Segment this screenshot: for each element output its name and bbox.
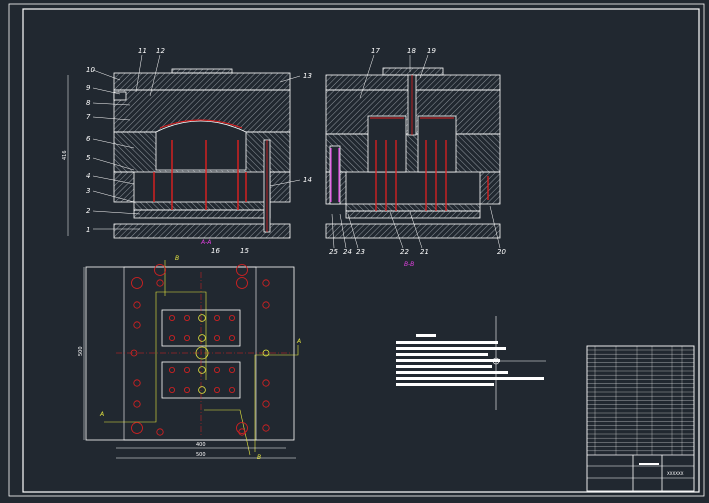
part-label-14: 14 — [303, 176, 312, 184]
section-marker-b-bottom: B — [257, 454, 261, 461]
part-label-12: 12 — [156, 47, 165, 55]
section-marker-a-right: A — [296, 338, 301, 345]
plan-outer-width-dim: 500 — [196, 452, 206, 458]
left-height-dim: 416 — [62, 150, 68, 160]
ejector-hole — [213, 314, 220, 321]
part-label-13: 13 — [303, 72, 312, 80]
bolt-hole-small — [133, 321, 141, 329]
drawing-number: XXXXXX — [667, 471, 684, 476]
gate-marker — [198, 366, 206, 374]
part-label-15: 15 — [240, 247, 249, 255]
plan-inner-width-dim: 400 — [196, 442, 206, 448]
bolt-hole-small — [133, 301, 141, 309]
part-label-6: 6 — [86, 135, 91, 143]
bolt-hole-small — [262, 279, 270, 287]
ejector-hole — [168, 314, 175, 321]
bolt-hole — [131, 277, 143, 289]
section-view-a: 4 1 6 — [62, 54, 301, 239]
bolt-hole-small — [156, 428, 164, 436]
bolt-hole-small — [262, 424, 270, 432]
ejector-hole — [228, 386, 235, 393]
gate-marker — [198, 314, 206, 322]
ejector-hole — [183, 334, 190, 341]
ejector-hole — [213, 334, 220, 341]
part-label-8: 8 — [86, 99, 91, 107]
part-label-3: 3 — [86, 187, 90, 195]
part-label-11: 11 — [138, 47, 147, 55]
part-label-2: 2 — [86, 207, 91, 215]
ejector-hole — [168, 366, 175, 373]
ejector-hole — [183, 386, 190, 393]
plan-height-dim: 500 — [78, 346, 84, 356]
ejector-hole — [228, 366, 235, 373]
part-label-20: 20 — [497, 248, 506, 256]
plan-section-markers: A A B B — [99, 255, 301, 461]
ejector-hole — [213, 366, 220, 373]
part-label-7: 7 — [86, 113, 91, 121]
title-block: XXXXXX — [586, 345, 695, 492]
bolt-hole-small — [238, 428, 246, 436]
part-label-1: 1 — [86, 226, 90, 234]
right-part-labels: 17 18 19 20 21 22 23 24 25 B-B — [329, 47, 506, 268]
ejector-hole — [183, 314, 190, 321]
bolt-hole-small — [133, 400, 141, 408]
bolt-hole — [236, 277, 248, 289]
part-label-22: 22 — [400, 248, 409, 256]
technical-notes — [396, 316, 546, 410]
part-label-23: 23 — [356, 248, 365, 256]
part-label-9: 9 — [86, 84, 91, 92]
sprue-bushing — [195, 346, 209, 360]
plan-view: 400 500 500 — [78, 260, 299, 459]
left-part-labels: 1 2 3 4 5 6 7 8 9 10 11 12 13 14 15 16 A… — [86, 47, 312, 255]
ejector-hole — [168, 334, 175, 341]
bolt-hole — [131, 422, 143, 434]
locating-hole — [130, 349, 138, 357]
ejector-hole — [228, 314, 235, 321]
sheet-inner-border — [22, 8, 700, 493]
part-label-17: 17 — [371, 47, 380, 55]
part-label-18: 18 — [407, 47, 416, 55]
section-marker-a-left: A — [99, 411, 104, 418]
bolt-hole — [154, 264, 166, 276]
bolt-hole — [236, 422, 248, 434]
bolt-hole-small — [262, 400, 270, 408]
bolt-hole — [236, 264, 248, 276]
gate-marker — [198, 386, 206, 394]
bolt-hole-small — [262, 301, 270, 309]
section-label-bb: B-B — [404, 261, 414, 268]
ejector-hole — [168, 386, 175, 393]
bolt-hole-small — [262, 379, 270, 387]
part-label-5: 5 — [86, 154, 91, 162]
section-marker-b-top: B — [175, 255, 179, 262]
ejector-hole — [228, 334, 235, 341]
section-label-aa: A-A — [200, 239, 211, 246]
part-label-24: 24 — [343, 248, 352, 256]
bolt-hole-small — [156, 279, 164, 287]
part-label-21: 21 — [420, 248, 429, 256]
part-label-10: 10 — [86, 66, 95, 74]
part-label-25: 25 — [329, 248, 338, 256]
bolt-hole-small — [133, 379, 141, 387]
sheet-outer-border — [8, 3, 705, 497]
section-view-b — [325, 54, 501, 249]
gate-marker — [198, 334, 206, 342]
plan-bolt-holes — [130, 264, 270, 436]
ejector-hole — [183, 366, 190, 373]
ejector-hole — [213, 386, 220, 393]
part-label-19: 19 — [427, 47, 436, 55]
locating-hole — [262, 349, 270, 357]
part-label-16: 16 — [211, 247, 220, 255]
part-label-4: 4 — [86, 172, 90, 180]
